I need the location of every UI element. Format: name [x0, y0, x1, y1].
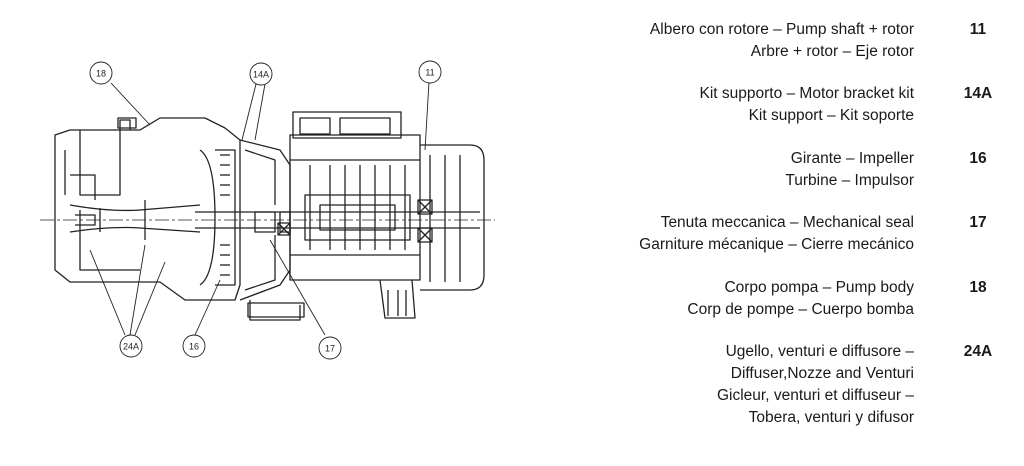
legend-line: Kit support – Kit soporte [748, 107, 914, 124]
svg-text:24A: 24A [123, 342, 139, 352]
legend-line: Gicleur, venturi et diffuseur – [716, 387, 914, 404]
legend-description: Ugello, venturi e diffusore – Diffuser,N… [717, 341, 914, 429]
callout-11: 11 [418, 60, 442, 84]
legend-number: 16 [969, 150, 987, 167]
legend-number: 17 [969, 214, 987, 231]
svg-text:17: 17 [325, 344, 335, 354]
legend-line: Tobera, venturi y difusor [748, 409, 914, 426]
legend-number: 11 [969, 21, 987, 38]
legend-line: Corpo pompa – Pump body [724, 279, 914, 296]
legend-number: 14A [963, 85, 993, 102]
callout-14a: 14A [249, 62, 273, 86]
callout-18: 18 [89, 61, 113, 85]
legend-description: Tenuta meccanica – Mechanical seal Garni… [639, 212, 914, 256]
legend-number: 18 [969, 279, 987, 296]
svg-text:18: 18 [96, 69, 106, 79]
legend-line: Girante – Impeller [790, 150, 914, 167]
pump-cross-section-diagram: 18 14A 11 24A 16 17 [40, 60, 495, 360]
legend-line: Tenuta meccanica – Mechanical seal [660, 214, 914, 231]
legend-line: Corp de pompe – Cuerpo bomba [687, 301, 914, 318]
legend-description: Kit supporto – Motor bracket kit Kit sup… [699, 83, 914, 127]
legend-description: Corpo pompa – Pump body Corp de pompe – … [687, 277, 914, 321]
pump-drawing: 18 14A 11 24A 16 17 [40, 60, 495, 360]
legend-line: Kit supporto – Motor bracket kit [699, 85, 914, 102]
legend-line: Arbre + rotor – Eje rotor [750, 43, 914, 60]
svg-text:16: 16 [189, 342, 199, 352]
legend-line: Turbine – Impulsor [785, 172, 914, 189]
callout-24a: 24A [119, 334, 143, 358]
leader-lines [89, 81, 430, 336]
callout-16: 16 [182, 334, 206, 358]
parts-legend: Albero con rotore – Pump shaft + rotor A… [600, 0, 1024, 461]
pump-outline [54, 111, 485, 321]
legend-description: Girante – Impeller Turbine – Impulsor [785, 148, 914, 192]
legend-description: Albero con rotore – Pump shaft + rotor A… [650, 19, 914, 63]
callout-17: 17 [318, 336, 342, 360]
svg-text:11: 11 [425, 68, 434, 78]
legend-line: Albero con rotore – Pump shaft + rotor [649, 21, 914, 38]
legend-line: Ugello, venturi e diffusore – [725, 343, 914, 360]
legend-number: 24A [963, 343, 993, 360]
legend-line: Diffuser,Nozze and Venturi [730, 365, 914, 382]
legend-line: Garniture mécanique – Cierre mecánico [639, 236, 914, 253]
svg-text:14A: 14A [253, 70, 269, 80]
